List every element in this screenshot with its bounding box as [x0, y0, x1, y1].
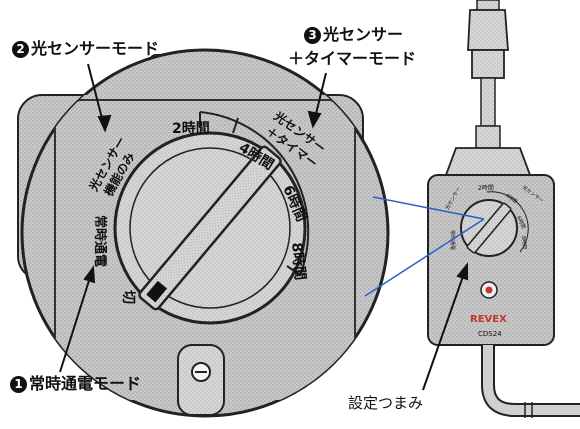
led-red-dot — [485, 286, 493, 294]
callout-number-3: 3 — [304, 27, 321, 44]
small-dial-label-2h: 2時間 — [478, 184, 494, 192]
small-dial-label-6h: 6時間 — [515, 215, 526, 229]
dial-label-8h: 8時間 — [288, 242, 309, 281]
dial-label-off: 切 — [120, 290, 136, 304]
callout-arrows — [59, 63, 468, 391]
callout-always-on-mode-text: 常時通電モード — [29, 374, 142, 393]
actual-device: 2時間 4時間 6時間 8時間 光センサー 光センサー 常時通電 REVEX C… — [427, 0, 580, 418]
zoom-lines — [364, 196, 485, 297]
callout-sensor-timer-mode-text1: 光センサー — [323, 25, 404, 44]
model-number: CDS24 — [478, 330, 502, 338]
brand-logo: REVEX — [470, 314, 507, 325]
callout-number-1: 1 — [10, 376, 27, 393]
dial-label-always-on: 常時通電 — [92, 215, 108, 267]
callout-setting-knob: 設定つまみ — [348, 394, 424, 412]
callout-sensor-mode-text: 光センサーモード — [31, 39, 160, 58]
callout-number-2: 2 — [12, 41, 29, 58]
magnified-dial-view — [20, 48, 390, 418]
callout-sensor-timer-mode-line2: ＋タイマーモード — [288, 49, 417, 68]
dial-label-2h: 2時間 — [172, 120, 210, 137]
small-dial-label-8h: 8時間 — [520, 236, 527, 250]
